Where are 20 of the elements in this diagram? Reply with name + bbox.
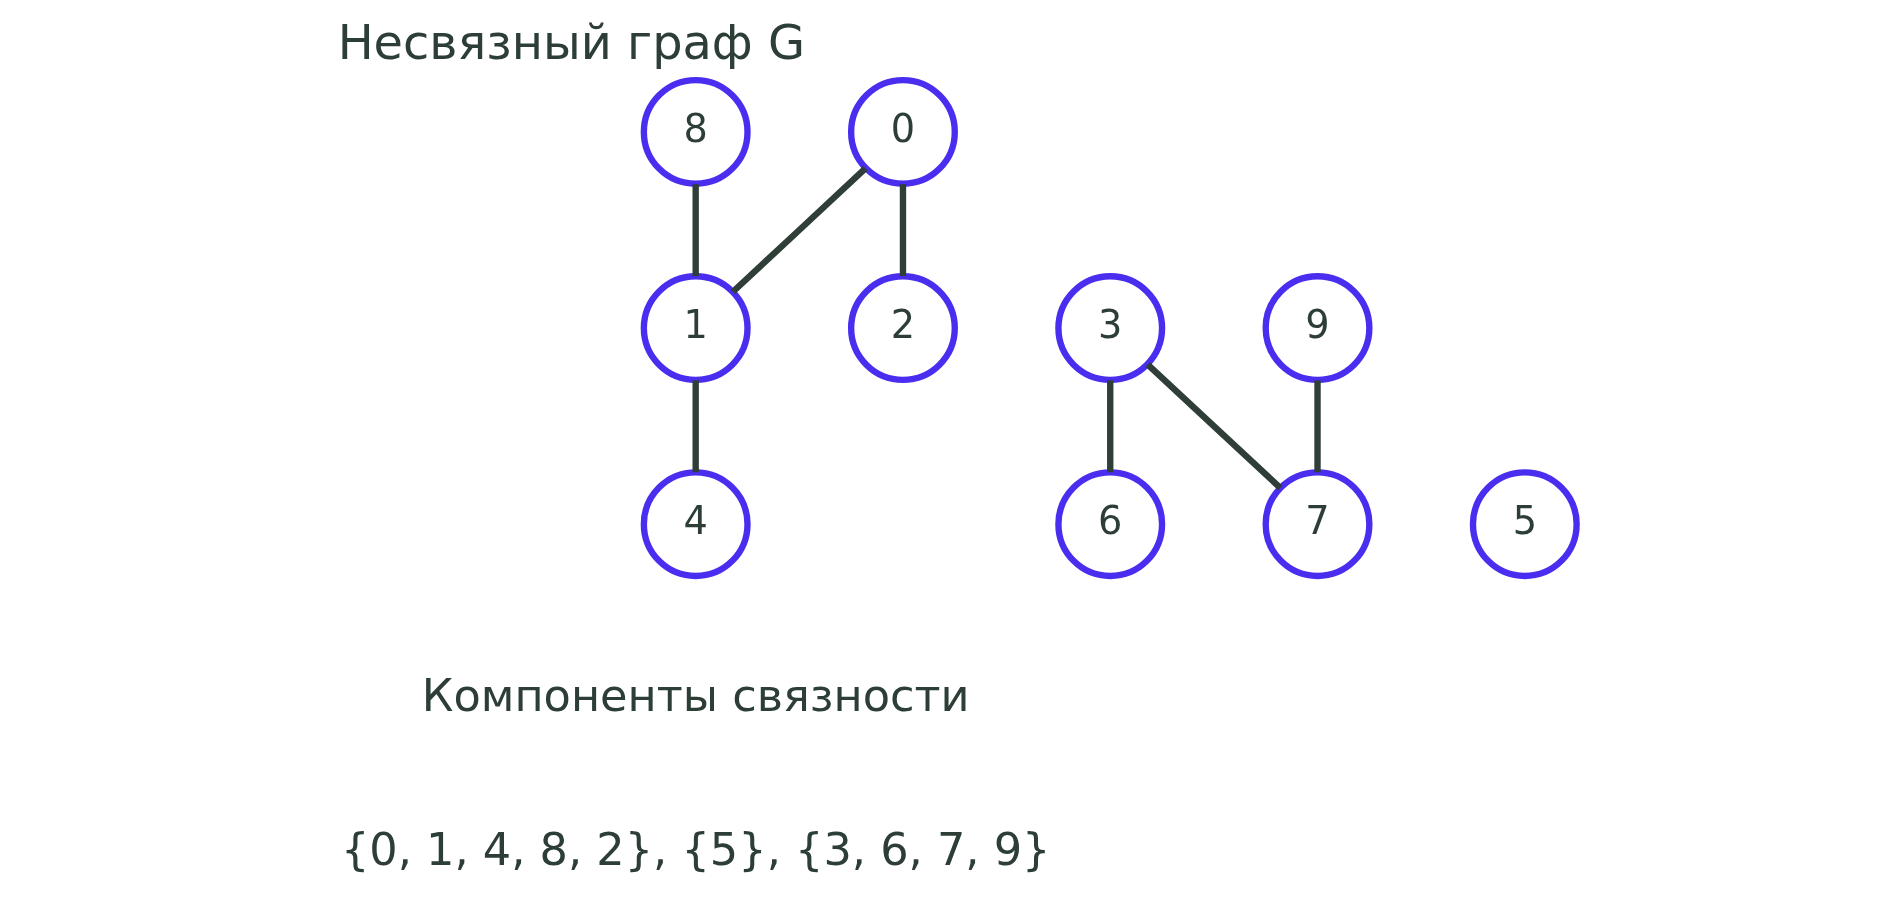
label: Компоненты связности [421,669,970,722]
node-circle: 9 [1262,273,1373,384]
connector [1145,362,1283,491]
connector [899,184,907,277]
diagram-title: Несвязный граф G [337,15,805,71]
connector [730,166,868,295]
node-circle: 0 [847,76,958,187]
node-circle: 2 [847,273,958,384]
node-circle: 1 [640,273,751,384]
node-circle: 7 [1262,469,1373,580]
connector [1314,380,1321,473]
connector [692,184,699,277]
node-circle: 8 [640,76,751,187]
connector [1107,380,1114,473]
label: {0, 1, 4, 8, 2}, {5}, {3, 6, 7, 9} [340,824,1051,877]
node-circle: 3 [1055,273,1166,384]
connector [692,380,699,473]
node-circle: 5 [1469,469,1580,580]
node-circle: 6 [1055,469,1166,580]
node-circle: 4 [640,469,751,580]
